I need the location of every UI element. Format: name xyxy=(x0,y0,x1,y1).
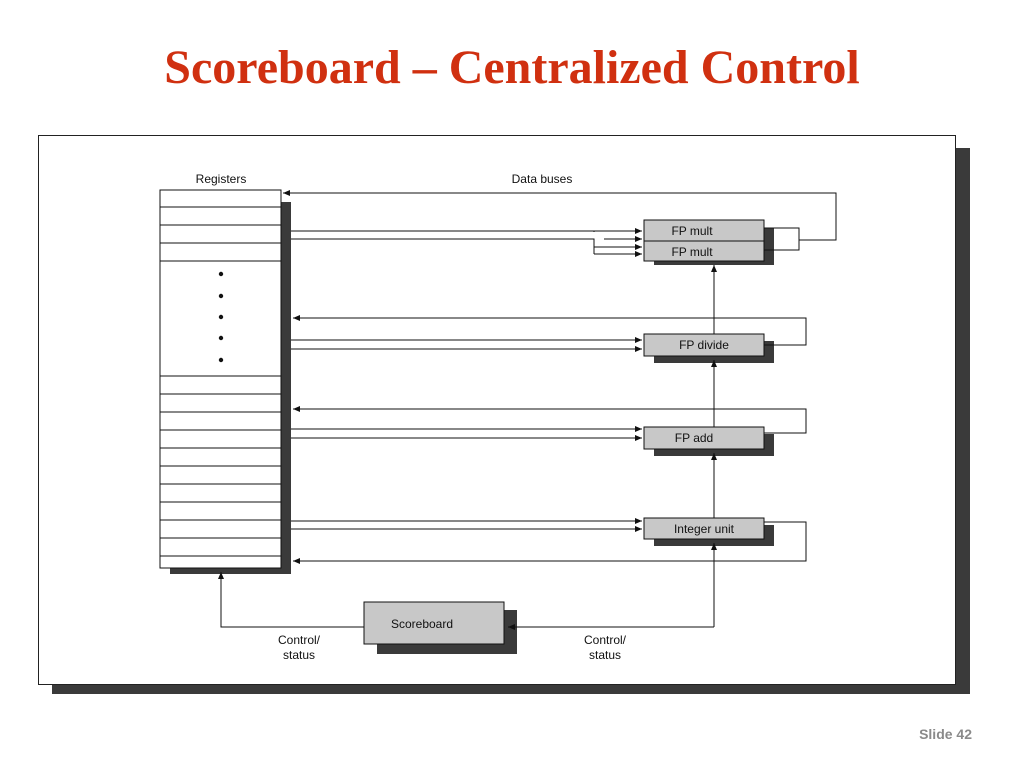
fp-divide-unit: FP divide xyxy=(643,333,774,363)
fp-mult-operand-bus-2 xyxy=(291,238,595,254)
fp-add-unit: FP add xyxy=(643,426,774,456)
slide-number: Slide 42 xyxy=(919,726,972,742)
integer-unit-label: Integer unit xyxy=(674,522,735,536)
integer-unit: Integer unit xyxy=(643,517,774,546)
fp-mult-unit-2: FP mult xyxy=(643,240,765,262)
scoreboard-unit: Scoreboard xyxy=(363,601,517,654)
fp-mult-2-label: FP mult xyxy=(671,245,713,259)
fp-mult-result-bus xyxy=(283,190,837,241)
control-status-left-line1: Control/ xyxy=(278,633,321,647)
control-status-right-line1: Control/ xyxy=(584,633,627,647)
register-file xyxy=(159,189,282,569)
fp-add-label: FP add xyxy=(675,431,713,445)
registers-label: Registers xyxy=(196,172,247,186)
fp-divide-label: FP divide xyxy=(679,338,729,352)
fp-mult-result-join xyxy=(764,240,800,251)
slide-title: Scoreboard – Centralized Control xyxy=(164,41,860,94)
fp-mult-1-label: FP mult xyxy=(671,224,713,238)
scoreboard-to-registers xyxy=(218,572,364,628)
scoreboard-label: Scoreboard xyxy=(391,617,453,631)
scoreboard-diagram-frame: Registers Data buses FP mult FP mult FP … xyxy=(38,135,956,685)
fp-add-result-bus xyxy=(293,406,807,434)
register-ellipsis xyxy=(218,271,224,363)
fp-divide-result-bus xyxy=(293,315,807,346)
control-status-right-line2: status xyxy=(589,648,621,662)
data-bus-connections xyxy=(218,190,837,630)
scoreboard-diagram: Registers Data buses FP mult FP mult FP … xyxy=(159,172,837,662)
data-buses-label: Data buses xyxy=(512,172,573,186)
integer-result-bus xyxy=(293,521,807,564)
control-status-left-line2: status xyxy=(283,648,315,662)
